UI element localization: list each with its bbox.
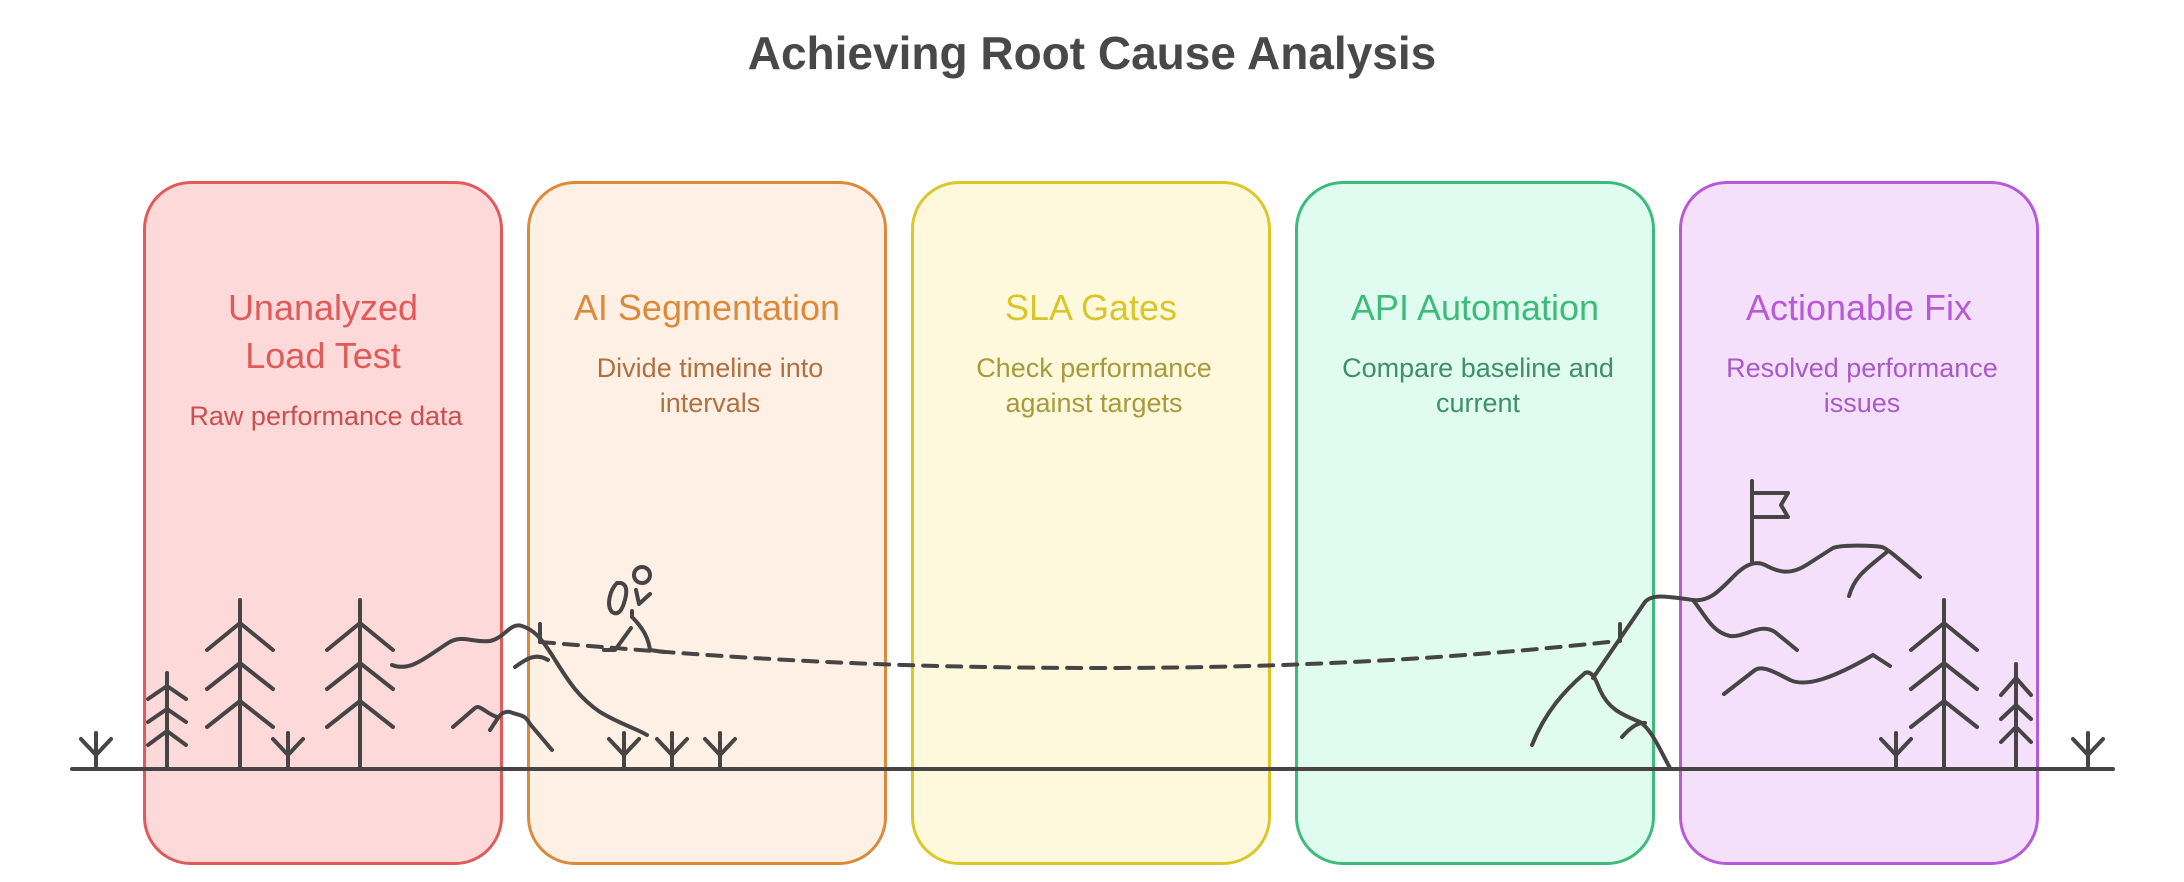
stage-description-line: Compare baseline and <box>1342 353 1614 383</box>
pine-tree-icon <box>1909 598 1979 771</box>
dashed-trail <box>538 639 1620 670</box>
stage-description-line: issues <box>1823 388 1901 418</box>
stage-title-line: Unanalyzed <box>227 287 419 328</box>
summit-flag-icon <box>1750 479 1790 563</box>
stage-title: Unanalyzed Load Test <box>146 284 500 380</box>
pine-tree-icon <box>1999 662 2033 771</box>
stage-description: Check performance against targets <box>924 351 1264 421</box>
grass-icon <box>703 731 737 771</box>
stage-description: Raw performance data <box>156 399 496 434</box>
mountain-ridge <box>1620 720 1647 739</box>
pine-tree-icon <box>325 598 395 771</box>
grass-icon <box>607 731 641 771</box>
stage-card-api-automation: API Automation Compare baseline and curr… <box>1295 181 1655 865</box>
hill-ridge <box>513 654 550 669</box>
mountain-ridge <box>1847 549 1890 598</box>
stage-title: AI Segmentation <box>530 284 884 332</box>
stage-description-line: against targets <box>1005 388 1183 418</box>
grass-icon <box>655 731 689 771</box>
mountain-ridge <box>1722 653 1892 696</box>
hill-ridge <box>451 705 499 729</box>
stage-title: Actionable Fix <box>1682 284 2036 332</box>
stage-card-sla-gates: SLA Gates Check performance against targ… <box>911 181 1271 865</box>
grass-icon <box>79 731 113 771</box>
stage-title-line: SLA Gates <box>1004 287 1178 328</box>
stage-title-line: API Automation <box>1350 287 1600 328</box>
hiker-icon <box>602 565 666 654</box>
stage-description-line: Resolved performance <box>1726 353 1998 383</box>
stage-description-line: Raw performance data <box>189 401 463 431</box>
stage-description: Resolved performance issues <box>1692 351 2032 421</box>
stage-title-line: Load Test <box>245 335 401 376</box>
stage-card-unanalyzed-load-test: Unanalyzed Load Test Raw performance dat… <box>143 181 503 865</box>
stage-title: SLA Gates <box>914 284 1268 332</box>
pine-tree-icon <box>146 671 188 771</box>
pine-tree-icon <box>205 598 275 771</box>
stage-description-line: Check performance <box>976 353 1212 383</box>
grass-icon <box>1879 731 1913 771</box>
stage-title-line: AI Segmentation <box>573 287 841 328</box>
stage-description: Compare baseline and current <box>1308 351 1648 421</box>
mountain-ridge <box>1691 598 1799 652</box>
stage-description-line: intervals <box>659 388 761 418</box>
diagram-title: Achieving Root Cause Analysis <box>747 27 1437 79</box>
grass-icon <box>2071 731 2105 771</box>
stage-card-ai-segmentation: AI Segmentation Divide timeline into int… <box>527 181 887 865</box>
grass-icon <box>271 731 305 771</box>
hill-ridge <box>390 623 649 737</box>
mountain-ridge <box>1530 670 1672 770</box>
stage-title: API Automation <box>1298 284 1652 332</box>
hill-ridge <box>488 709 554 752</box>
stage-description-line: current <box>1435 388 1521 418</box>
stage-description-line: Divide timeline into <box>596 353 824 383</box>
stage-card-actionable-fix: Actionable Fix Resolved performance issu… <box>1679 181 2039 865</box>
stage-description: Divide timeline into intervals <box>540 351 880 421</box>
stage-title-line: Actionable Fix <box>1745 287 1973 328</box>
